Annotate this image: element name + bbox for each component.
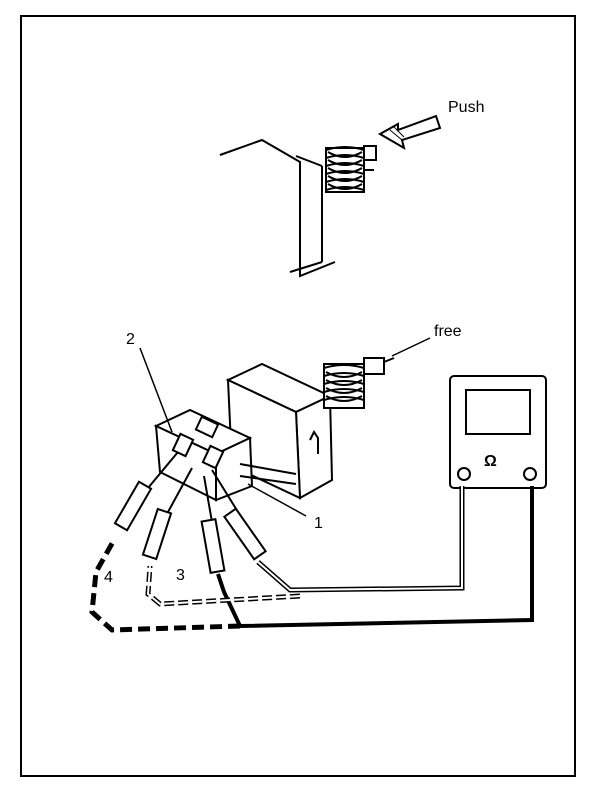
terminal-leaders <box>139 347 307 517</box>
ohmmeter-icon <box>449 375 547 489</box>
meter-terminal-left <box>457 467 471 481</box>
meter-terminal-right <box>523 467 537 481</box>
free-leader-line <box>391 337 431 357</box>
switch-spring-coil <box>323 363 365 409</box>
switch-housing-side <box>294 394 334 500</box>
push-label: Push <box>448 99 484 116</box>
free-label: free <box>434 323 462 340</box>
terminal-label-1: 1 <box>314 515 323 532</box>
terminal-label-4: 4 <box>104 569 113 586</box>
test-probes <box>113 451 268 574</box>
spring-coil <box>325 145 377 193</box>
push-arrow-icon <box>377 114 442 151</box>
terminal-label-3: 3 <box>176 567 185 584</box>
ohm-symbol: Ω <box>484 453 497 470</box>
mounted-switch-figure <box>219 114 442 278</box>
terminal-label-2: 2 <box>126 331 135 348</box>
dashed-wire-terminal-4 <box>89 538 241 633</box>
meter-wires <box>89 486 534 633</box>
meter-display <box>465 389 531 435</box>
plunger <box>363 357 385 375</box>
switch-with-connector <box>153 357 395 502</box>
bracket <box>219 138 336 278</box>
